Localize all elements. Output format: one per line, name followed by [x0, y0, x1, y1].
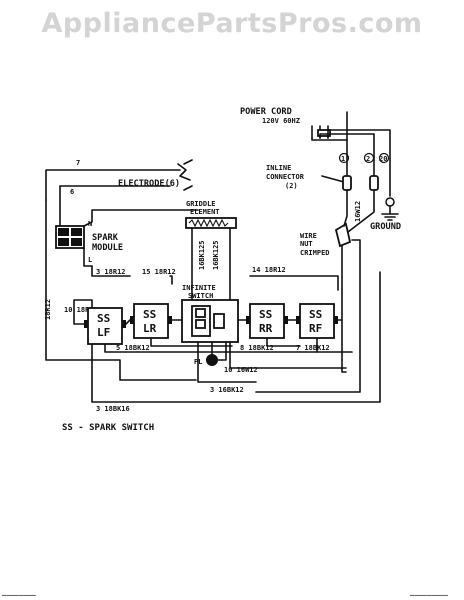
- electrode-label: ELECTRODE(6): [118, 179, 180, 189]
- spark-switch-lr: SS LR: [130, 303, 172, 339]
- wire-id-1: 1: [341, 155, 345, 163]
- inline-connector-icon: [369, 175, 379, 191]
- inline-connector-label-2: CONNECTOR: [266, 173, 305, 181]
- wire-nut-label-3: CRIMPED: [300, 249, 330, 257]
- site-watermark: AppliancePartsPros.com: [41, 8, 423, 39]
- inline-connector-icon: [342, 175, 352, 191]
- spark-switch-lf: SS LF: [84, 307, 126, 345]
- terminal-n-label: N: [88, 220, 92, 228]
- wire-label-lr-top: 15 18R12: [142, 268, 176, 276]
- terminal-l-label: L: [88, 256, 92, 264]
- power-cord-rating: 120V 60HZ: [262, 117, 300, 125]
- power-cord-label: POWER CORD: [240, 107, 292, 117]
- wire-id-6: 6: [70, 188, 74, 196]
- wire-label-vertical-1: 16W12: [354, 201, 362, 222]
- electrode-icon: [183, 159, 193, 191]
- wire-id-7: 7: [76, 159, 80, 167]
- wire-label-rf-bottom: 7 18BK12: [296, 344, 330, 352]
- spark-module-label-2: MODULE: [92, 243, 123, 253]
- spark-module-label: SPARK: [92, 233, 119, 243]
- griddle-label: GRIDDLE: [186, 200, 216, 208]
- wire-label-lf-bottom: 5 18BK12: [116, 344, 150, 352]
- footer-mark-right: _________: [410, 588, 449, 596]
- svg-text:RF: RF: [309, 322, 322, 335]
- wire-label-vertical-3: 16BK125: [198, 240, 206, 270]
- pilot-light-icon: [206, 354, 218, 366]
- wire-nut-label: WIRE: [300, 232, 317, 240]
- wire-label-bottom-2: 3 18BK16: [96, 405, 130, 413]
- svg-text:SS: SS: [143, 308, 156, 321]
- caption: SS - SPARK SWITCH: [62, 423, 154, 433]
- ground-icon: [381, 197, 399, 221]
- wire-label-vertical-2: 18R12: [44, 299, 52, 320]
- svg-text:SS: SS: [97, 312, 110, 325]
- wire-label-vertical-4: 16BK125: [212, 240, 220, 270]
- ground-label: GROUND: [370, 222, 401, 232]
- infinite-switch-label: INFINITE: [182, 284, 216, 292]
- svg-text:LR: LR: [143, 322, 157, 335]
- infinite-switch-label-2: SWITCH: [188, 292, 213, 300]
- svg-text:LF: LF: [97, 326, 110, 339]
- electrode-arc-icon: [177, 163, 191, 181]
- wire-id-2: 2: [366, 155, 370, 163]
- wire-label-lf-top: 3 18R12: [96, 268, 126, 276]
- wire-label-rr-bottom: 8 18BK12: [240, 344, 274, 352]
- wire-nut-label-2: NUT: [300, 240, 313, 248]
- wire-id-20: 20: [379, 155, 387, 163]
- svg-text:SS: SS: [309, 308, 322, 321]
- inline-connector-label: INLINE: [266, 164, 291, 172]
- svg-text:RR: RR: [259, 322, 273, 335]
- griddle-label-2: ELEMENT: [190, 208, 220, 216]
- wire-label-bottom-1: 3 16BK12: [210, 386, 244, 394]
- wire-label-rr-top: 14 18R12: [252, 266, 286, 274]
- inline-connector-count: (2): [285, 182, 298, 190]
- footer-mark-left: ________: [2, 588, 37, 596]
- spark-switch-rr: SS RR: [246, 303, 288, 339]
- wire-nut-icon: [334, 222, 352, 248]
- svg-text:SS: SS: [259, 308, 272, 321]
- spark-switch-rf: SS RF: [296, 303, 338, 339]
- wire-label-pl: 10 16W12: [224, 366, 258, 374]
- wire-label-lf-left: 10 18R12: [64, 306, 98, 314]
